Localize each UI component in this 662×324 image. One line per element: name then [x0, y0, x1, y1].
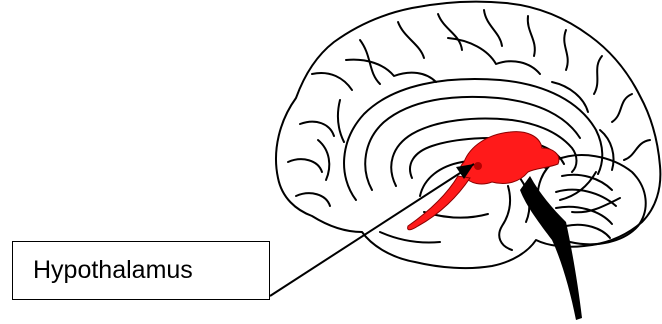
sulcus [300, 122, 334, 136]
temporal-sulcus [380, 232, 440, 243]
sulcus [528, 16, 535, 56]
sulcus [448, 38, 540, 74]
sulcus [346, 60, 436, 82]
sulcus [318, 140, 329, 180]
thalamus-hypothalamus-mass [460, 132, 559, 184]
cerebellum-arbor [572, 198, 620, 212]
sulcus [338, 100, 344, 142]
optic-tract [408, 176, 470, 230]
hypothalamus-label: Hypothalamus [13, 256, 193, 285]
hypothalamus-spot [474, 162, 482, 170]
pointer-line [270, 164, 474, 296]
sulcus [438, 14, 462, 50]
sulcus [288, 159, 322, 172]
hypothalamus-label-box: Hypothalamus [12, 241, 270, 300]
cerebellum-folia [566, 225, 610, 238]
sulcus [594, 56, 602, 94]
sulcus [552, 82, 588, 112]
sulcus [484, 10, 502, 46]
sulcus [398, 22, 424, 58]
sulcus [624, 140, 650, 160]
sulcus [312, 73, 352, 90]
cerebellum-folia [562, 175, 612, 190]
sulcus [296, 193, 330, 206]
sulcus [564, 30, 567, 70]
sulcus [612, 94, 632, 122]
pons [499, 186, 512, 250]
